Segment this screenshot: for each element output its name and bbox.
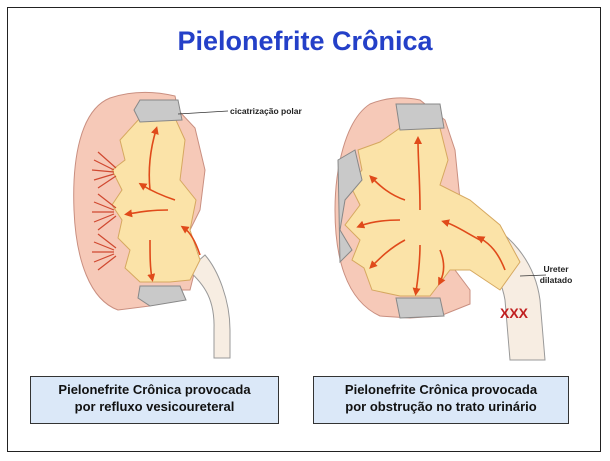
left-renal-pelvis [111, 117, 201, 283]
caption-reflux: Pielonefrite Crônica provocada por reflu… [30, 376, 279, 424]
right-scar-side [337, 149, 363, 264]
left-ureter [187, 254, 231, 359]
left-kidney [73, 91, 231, 359]
right-renal-pelvis [344, 127, 521, 297]
left-polar-scar-bottom [137, 285, 187, 307]
caption-obstruction-line1: Pielonefrite Crônica provocada [344, 382, 538, 397]
caption-reflux-line1: Pielonefrite Crônica provocada [58, 382, 251, 397]
caption-obstruction: Pielonefrite Crônica provocada por obstr… [313, 376, 569, 424]
obstruction-mark: XXX [500, 305, 529, 321]
left-polar-scar-top [133, 99, 183, 123]
polar-scar-pointer [177, 110, 229, 115]
left-papillae [91, 151, 117, 271]
caption-obstruction-line2: por obstrução no trato urinário [345, 399, 537, 414]
right-scar-top [395, 103, 445, 131]
left-flow-arrows [124, 126, 201, 282]
right-scar-bottom [395, 297, 445, 319]
ureter-pointer [519, 274, 547, 277]
ureter-label-line2: dilatado [540, 275, 573, 285]
caption-reflux-line2: por refluxo vesicoureteral [74, 399, 235, 414]
right-flow-arrows [356, 136, 506, 296]
ureter-label-line1: Ureter [543, 264, 569, 274]
right-kidney: XXX [334, 97, 546, 361]
polar-scar-label: cicatrização polar [230, 106, 303, 116]
slide-title: Pielonefrite Crônica [177, 26, 433, 56]
